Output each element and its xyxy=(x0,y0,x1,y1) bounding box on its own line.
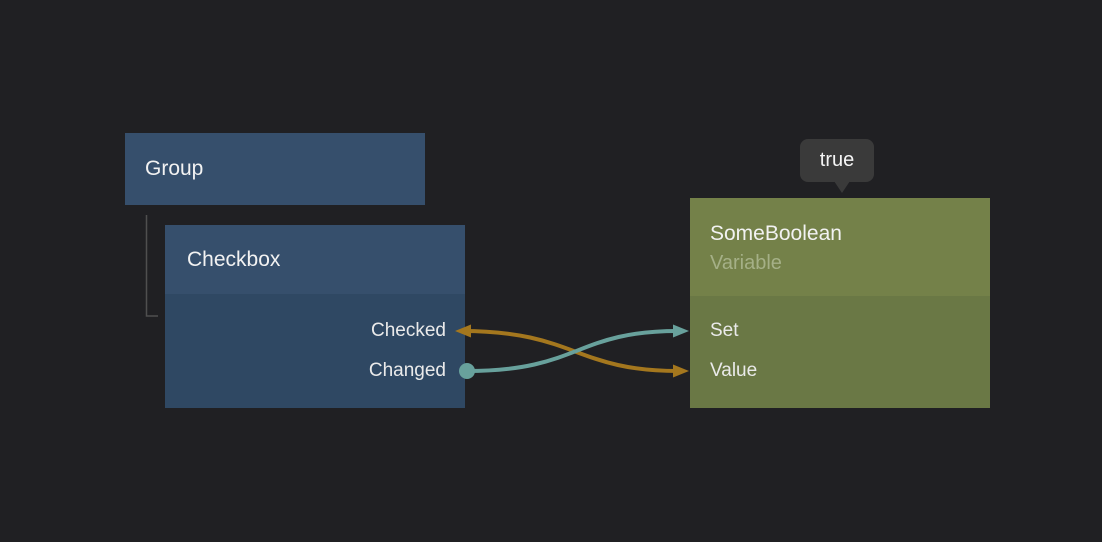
node-someboolean-title: SomeBoolean xyxy=(710,222,842,245)
port-checked[interactable]: Checked xyxy=(371,320,446,341)
tooltip-pointer-icon xyxy=(834,181,850,193)
node-someboolean-subtitle: Variable xyxy=(710,252,782,274)
node-checkbox-body: Checked Changed xyxy=(165,294,465,408)
node-checkbox[interactable]: Checkbox Checked Changed xyxy=(165,225,465,408)
arrowhead-into-value xyxy=(673,364,689,378)
wire-changed-set-path[interactable] xyxy=(466,329,679,373)
hierarchy-line xyxy=(145,215,158,317)
node-group[interactable]: Group xyxy=(125,133,425,205)
wire-changed-set[interactable] xyxy=(459,324,689,380)
wire-checked-value[interactable] xyxy=(455,324,689,378)
wire-checked-value-path[interactable] xyxy=(461,329,679,373)
port-set[interactable]: Set xyxy=(710,320,739,341)
value-tooltip: true xyxy=(800,139,874,193)
node-someboolean-body: Set Value xyxy=(690,296,990,408)
node-group-title: Group xyxy=(145,157,204,180)
node-checkbox-header[interactable]: Checkbox xyxy=(165,225,465,294)
node-checkbox-title: Checkbox xyxy=(187,248,281,271)
port-changed[interactable]: Changed xyxy=(368,360,446,381)
arrowhead-into-set xyxy=(673,324,689,338)
port-value[interactable]: Value xyxy=(710,360,758,381)
node-someboolean[interactable]: SomeBoolean Variable Set Value xyxy=(690,198,990,408)
node-someboolean-header[interactable]: SomeBoolean Variable xyxy=(690,198,990,296)
value-tooltip-text: true xyxy=(819,149,855,171)
